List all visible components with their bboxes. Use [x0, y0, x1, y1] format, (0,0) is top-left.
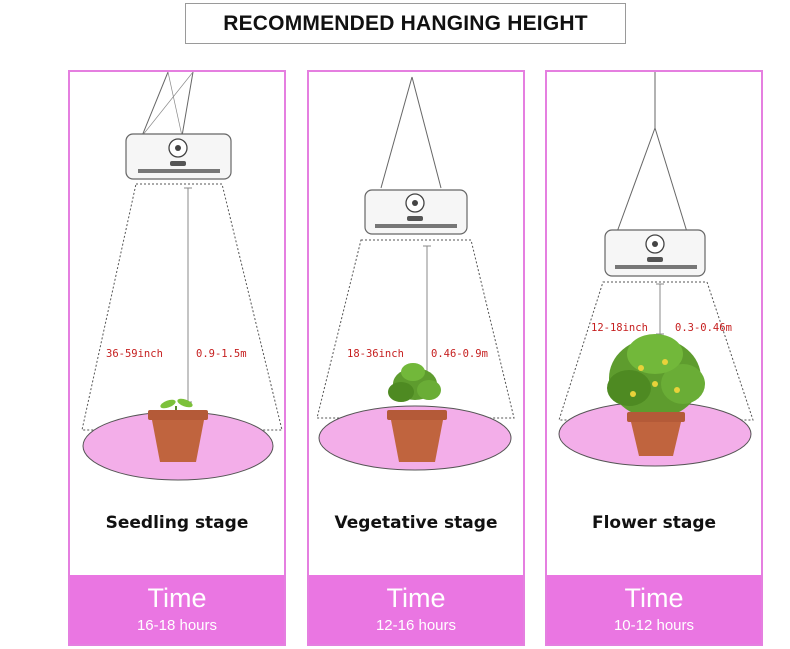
hours-label: 10-12 hours: [613, 617, 695, 634]
hours-label: 12-16 hours: [375, 617, 457, 634]
time-footer: Time 16-18 hours: [70, 575, 284, 644]
height-m-label: 0.3-0.46m: [675, 322, 732, 334]
stage-label: Vegetative stage: [334, 513, 498, 533]
time-footer: Time 10-12 hours: [547, 575, 761, 644]
time-label: Time: [386, 583, 446, 613]
panel-seedling: 36-59inch 0.9-1.5m Seedling stage Time 1…: [68, 70, 286, 646]
flower-plant-icon: [607, 334, 705, 456]
title-box: RECOMMENDED HANGING HEIGHT: [185, 3, 626, 44]
page-title: RECOMMENDED HANGING HEIGHT: [223, 11, 588, 35]
seedling-illustration: [81, 72, 283, 481]
height-inch-label: 18-36inch: [347, 348, 404, 360]
vegetative-illustration: [316, 76, 515, 471]
height-m-label: 0.46-0.9m: [431, 348, 488, 360]
flower-illustration: [558, 72, 754, 467]
hours-label: 16-18 hours: [136, 617, 218, 634]
height-inch-label: 12-18inch: [591, 322, 648, 334]
height-inch-label: 36-59inch: [106, 348, 163, 360]
panel-vegetative: 18-36inch 0.46-0.9m Vegetative stage Tim…: [307, 70, 525, 646]
grow-light-icon: [364, 189, 468, 235]
time-label: Time: [147, 583, 207, 613]
seedling-plant-icon: [148, 398, 208, 462]
height-m-label: 0.9-1.5m: [196, 348, 247, 360]
vegetative-plant-icon: [387, 363, 447, 462]
panel-flower: 12-18inch 0.3-0.46m Flower stage Time 10…: [545, 70, 763, 646]
grow-light-icon: [604, 229, 706, 277]
stage-label: Seedling stage: [105, 513, 249, 533]
time-label: Time: [624, 583, 684, 613]
time-footer: Time 12-16 hours: [309, 575, 523, 644]
stage-label: Flower stage: [591, 513, 717, 533]
grow-light-icon: [125, 133, 232, 180]
